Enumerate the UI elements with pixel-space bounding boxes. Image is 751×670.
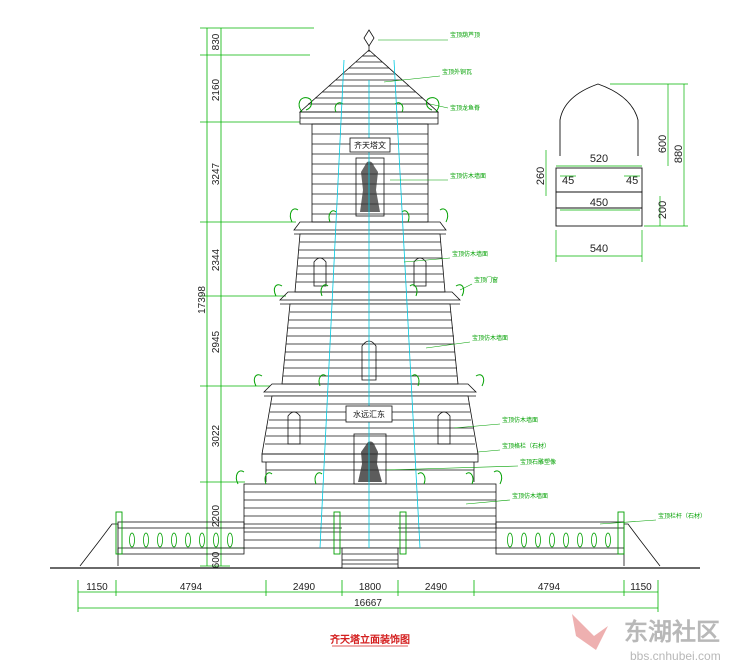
- baluster-posts: [115, 511, 625, 555]
- detail-dim-600: 600: [657, 135, 669, 153]
- dim-seg-7: 2200: [211, 504, 222, 527]
- annotation-2: 宝顶外铜瓦: [442, 68, 472, 76]
- detail-dim-520: 520: [590, 153, 608, 165]
- dim-seg-2: 2160: [211, 78, 222, 101]
- detail-dimension-lines: [545, 83, 688, 262]
- dim-seg-8: 600: [211, 551, 222, 568]
- detail-dim-45-left: 45: [562, 175, 574, 187]
- dim-seg-4: 2344: [211, 248, 222, 271]
- annotation-12: 宝顶栏杆（石材）: [658, 512, 706, 520]
- annotation-10: 宝顶石雕塑像: [520, 458, 556, 466]
- annotation-4: 宝顶仿木墙面: [450, 172, 486, 180]
- detail-dim-540: 540: [590, 243, 608, 255]
- detail-dim-200: 200: [657, 201, 669, 219]
- hdim-5: 2490: [425, 582, 448, 593]
- annotation-9: 宝顶格栏（石材）: [502, 442, 550, 450]
- watermark-url: bbs.cnhubei.com: [630, 649, 721, 663]
- annotation-7: 宝顶仿木墙面: [472, 334, 508, 342]
- detail-dim-45-right: 45: [626, 175, 638, 187]
- upper-plaque-frame: [349, 137, 391, 153]
- statue-relief: [358, 161, 382, 482]
- detail-dim-450: 450: [590, 197, 608, 209]
- annotation-11: 宝顶仿木墙面: [512, 492, 548, 500]
- hdim-1: 1150: [86, 582, 108, 593]
- drawing-caption: 齐天塔立面装饰图: [330, 633, 410, 646]
- detail-dim-260: 260: [535, 167, 547, 185]
- annotation-1: 宝顶葫芦顶: [450, 31, 480, 39]
- lower-plaque-text: 水远汇东: [353, 409, 385, 419]
- annotation-6: 宝顶门窗: [474, 276, 498, 284]
- hdim-3: 2490: [293, 582, 316, 593]
- watermark-name: 东湖社区: [624, 618, 720, 646]
- hdim-6: 4794: [538, 582, 561, 593]
- hdim-4: 1800: [359, 582, 382, 593]
- dim-total-height: 17398: [197, 286, 208, 314]
- watermark: 东湖社区 bbs.cnhubei.com: [572, 614, 721, 663]
- dim-seg-5: 2945: [211, 330, 222, 353]
- annotation-8: 宝顶仿木墙面: [502, 416, 538, 424]
- horizontal-dimension: [77, 580, 659, 612]
- annotation-3: 宝顶龙鱼脊: [450, 104, 480, 112]
- annotation-leaders: [378, 39, 657, 525]
- hdim-7: 1150: [630, 582, 652, 593]
- detail-dim-880: 880: [673, 145, 685, 163]
- hdim-total: 16667: [354, 598, 382, 609]
- upper-plaque-text: 齐天塔文: [354, 140, 386, 150]
- lower-plaque-frame: [345, 405, 393, 423]
- dim-seg-6: 3022: [211, 424, 222, 447]
- watermark-logo-icon: [572, 614, 608, 650]
- annotation-5: 宝顶仿木墙面: [452, 250, 488, 258]
- hdim-2: 4794: [180, 582, 203, 593]
- dim-seg-1: 830: [211, 33, 222, 50]
- dim-seg-3: 3247: [211, 162, 222, 185]
- baluster-row: [129, 532, 611, 548]
- balustrade: [79, 521, 661, 567]
- niche-detail: [555, 83, 643, 227]
- light-strips: [319, 59, 421, 549]
